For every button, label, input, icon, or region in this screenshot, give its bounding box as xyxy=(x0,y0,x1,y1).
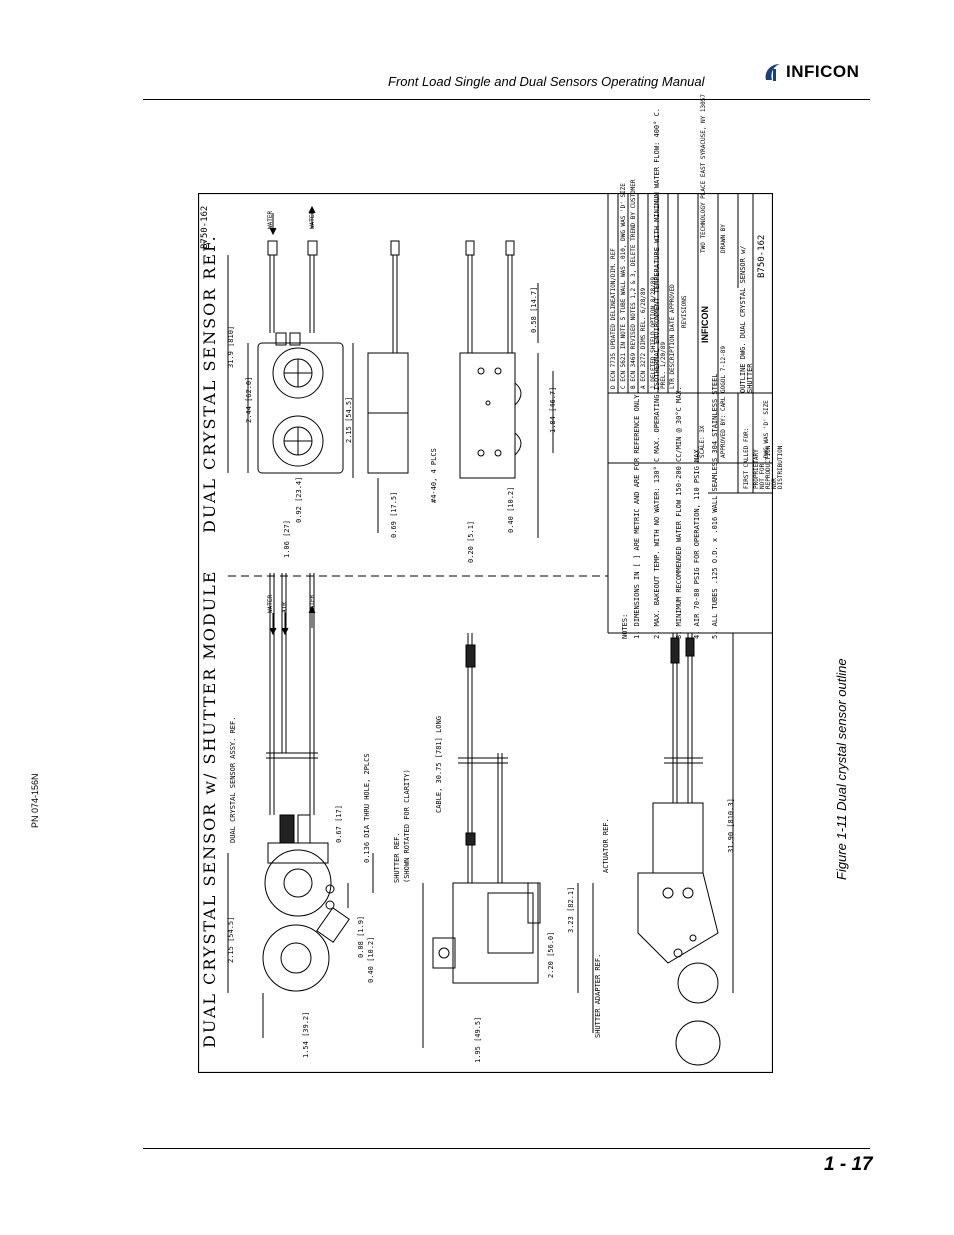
revision-row-4: A ECN 3272 DIMS REL. 6/28/89 xyxy=(640,287,647,389)
part-number: PN 074-156N xyxy=(30,773,40,828)
dim-right-5: 1.06 [27] xyxy=(283,520,291,558)
revision-row-2: C ECN 5621 IN NOTE 5 TUBE WALL WAS .010,… xyxy=(620,183,627,389)
label-screw: #4-40, 4 PLCS xyxy=(430,448,438,503)
title-block-drawn-by: DRAWN BY xyxy=(720,224,727,253)
title-block-address: TWO TECHNOLOGY PLACE EAST SYRACUSE, NY 1… xyxy=(700,94,707,253)
notes-heading: NOTES: xyxy=(621,613,629,639)
dim-right-2: 2.44 [62.0] xyxy=(245,376,253,423)
drawing-title-left: DUAL CRYSTAL SENSOR w/ SHUTTER MODULE xyxy=(200,569,219,1048)
label-water-1: WATER xyxy=(267,210,274,229)
dim-left-3: 0.08 [1.9] xyxy=(357,915,365,958)
label-shutter-adapter-ref: SHUTTER ADAPTER REF. xyxy=(594,953,602,1038)
revisions-heading: REVISIONS xyxy=(681,295,688,328)
dim-left-8: 3.23 [82.1] xyxy=(567,886,575,933)
drawing-title-right: DUAL CRYSTAL SENSOR REF. xyxy=(200,234,219,533)
title-block-drawing-number: B750-162 xyxy=(757,234,767,278)
note-1: 1. DIMENSIONS IN [ ] ARE METRIC AND ARE … xyxy=(633,390,641,639)
title-block-scale: SCALE: 3X xyxy=(699,425,706,458)
dim-right-1: 31.9 [810] xyxy=(227,325,235,368)
dim-left-1: 2.15 [54.5] xyxy=(227,916,235,963)
dim-right-7: 0.40 [10.2] xyxy=(507,486,515,533)
title-block-approved-by: APPROVED BY: CARL GOGOL 7-12-89 xyxy=(720,346,727,458)
revision-row-6: PREL. 1/20/89 xyxy=(660,342,667,389)
dim-right-8: 0.20 [5.1] xyxy=(467,520,475,563)
dim-left-2: 0.67 [17] xyxy=(335,805,343,843)
dim-right-3: 2.15 [54.5] xyxy=(345,396,353,443)
figure-caption: Figure 1-11 Dual crystal sensor outline xyxy=(834,658,849,880)
note-4: 4. AIR 70-80 PSIG FOR OPERATION, 110 PSI… xyxy=(693,445,701,639)
label-water-2: WATER xyxy=(309,210,316,229)
dim-right-6: 0.69 [17.5] xyxy=(390,491,398,538)
dim-right-9: 0.58 [14.7] xyxy=(530,286,538,333)
label-actuator-ref: ACTUATOR REF. xyxy=(602,818,610,873)
revision-row-5: 1 DELETED SHIELD OPTION 8/28/89 xyxy=(650,277,657,389)
label-shutter-ref-note: (SHOWN ROTATED FOR CLARITY) xyxy=(403,769,411,883)
page-number: 1 - 17 xyxy=(824,1154,873,1175)
dim-left-4: 0.40 [10.2] xyxy=(367,936,375,983)
note-3: 3. MINIMUM RECOMMENDED WATER FLOW 150-20… xyxy=(675,386,683,639)
label-water-3: WATER xyxy=(267,594,274,613)
title-block-title: OUTLINE DWG. DUAL CRYSTAL SENSOR w/ SHUT… xyxy=(739,245,754,393)
title-block-company: INFICON xyxy=(700,306,710,343)
label-thru-hole: 0.136 DIA THRU HOLE, 2PLCS xyxy=(363,753,371,863)
note-5: 5. ALL TUBES .125 O.D. x .016 WALL SEAML… xyxy=(711,373,719,639)
dim-right-4: 0.92 [23.4] xyxy=(295,476,303,523)
revision-row-1: D ECN 7735 UPDATED DELINEATION/DIM. REF xyxy=(610,248,617,389)
engineering-drawing: DUAL CRYSTAL SENSOR w/ SHUTTER MODULE DU… xyxy=(198,94,784,1073)
title-block-first-called: FIRST CALLED FOR: xyxy=(743,427,750,489)
dim-left-9: 31.90 [810.3] xyxy=(727,798,735,853)
revision-row-3: B ECN 3469 REVISED NOTES 1,2 & 3, DELETE… xyxy=(630,179,637,389)
footer-rule xyxy=(143,1148,870,1149)
logo-wordmark: INFICON xyxy=(786,62,860,81)
inficon-logo-mark-icon xyxy=(765,64,780,81)
label-cable: CABLE, 30.75 [781] LONG xyxy=(435,716,443,813)
drawing-number-corner: B750-162 xyxy=(200,205,210,249)
dim-left-6: 1.95 [49.5] xyxy=(474,1016,482,1063)
dim-left-5: 1.54 [39.2] xyxy=(302,1011,310,1058)
header-rule xyxy=(143,99,870,100)
header-manual-title: Front Load Single and Dual Sensors Opera… xyxy=(388,74,705,89)
dim-left-7: 2.20 [56.0] xyxy=(547,931,555,978)
label-assy-ref: DUAL CRYSTAL SENSOR ASSY. REF. xyxy=(229,716,237,843)
label-air: AIR xyxy=(281,602,288,613)
label-shutter-ref: SHUTTER REF. xyxy=(393,832,401,883)
title-block-proprietary: PROPRIETARY NOT FOR REPRODUCTION NOR DIS… xyxy=(753,445,784,489)
inficon-logo: INFICON xyxy=(760,60,875,86)
label-water-4: WATER xyxy=(309,594,316,613)
dim-right-10: 1.84 [46.7] xyxy=(549,386,557,433)
drawing-linework xyxy=(198,193,773,1073)
revision-columns: LTR DESCRIPTION DATE APPROVED xyxy=(669,284,676,389)
